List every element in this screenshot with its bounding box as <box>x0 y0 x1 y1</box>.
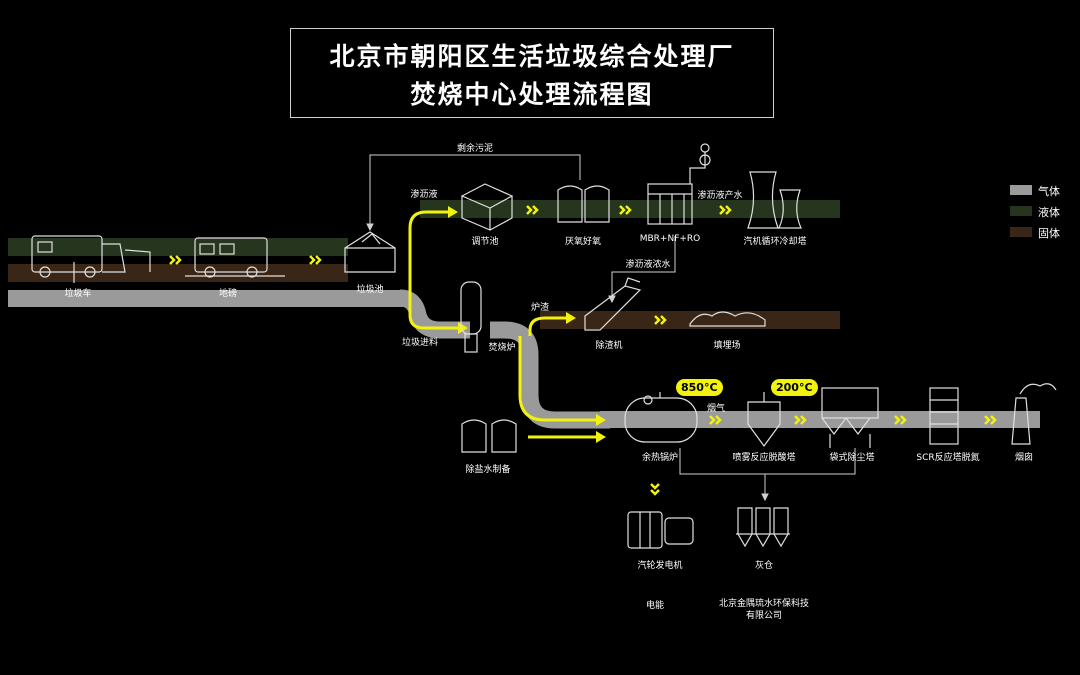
label-company-2: 有限公司 <box>745 611 783 621</box>
band-liquid-left <box>8 238 348 256</box>
regulating-tank-icon <box>460 183 514 231</box>
arrow-leachate <box>448 206 458 218</box>
label-scr: SCR反应塔脱氮 <box>916 453 980 463</box>
flow-feed <box>408 300 462 330</box>
cooling-tower-icon <box>747 171 802 229</box>
label-incinerator: 焚烧炉 <box>488 343 516 353</box>
flow-slag <box>528 316 570 336</box>
label-landfill: 填埋场 <box>713 341 741 351</box>
label-residual-sludge: 剩余污泥 <box>456 144 494 154</box>
boiler-icon <box>624 392 698 443</box>
weighbridge-icon <box>185 237 285 278</box>
label-company-1: 北京金隅琉水环保科技 <box>718 599 810 609</box>
connectors <box>366 154 856 502</box>
mbr-unit-icon <box>647 143 711 225</box>
chevrons <box>169 205 997 496</box>
truck-icon <box>31 235 151 283</box>
band-gas-left <box>8 290 403 307</box>
label-bag-filter: 袋式除尘塔 <box>829 453 875 463</box>
label-slag: 炉渣 <box>530 303 550 313</box>
label-cooling-tower: 汽机循环冷却塔 <box>743 237 807 247</box>
label-mbr: MBR+NF+RO <box>639 234 701 244</box>
arrow-boiler <box>596 414 606 426</box>
anaerobic-tank-icon <box>557 185 610 223</box>
label-turbine: 汽轮发电机 <box>637 561 683 571</box>
arrow-slag <box>566 312 576 324</box>
label-spray-tower: 喷雾反应脱酸塔 <box>732 453 796 463</box>
label-ash-silo: 灰仓 <box>754 561 774 571</box>
label-demin-water: 除盐水制备 <box>465 465 511 475</box>
label-slag-remover: 除渣机 <box>595 341 623 351</box>
title-line-1: 北京市朝阳区生活垃圾综合处理厂 <box>329 42 735 71</box>
label-garbage-truck: 垃圾车 <box>64 289 92 299</box>
arrow-water <box>596 431 606 443</box>
band-gas-flue <box>600 411 1040 428</box>
label-boiler: 余热锅炉 <box>641 453 679 463</box>
flow-boiler <box>518 336 600 422</box>
label-leachate-product-water: 渗沥液产水 <box>697 191 743 201</box>
turbine-icon <box>627 511 694 549</box>
band-solid-left <box>8 264 348 282</box>
temp-badge-200: 200°C <box>771 379 818 396</box>
slag-remover-icon <box>584 277 642 331</box>
bag-filter-icon <box>821 387 879 448</box>
label-leachate-concentrate: 渗沥液浓水 <box>625 260 671 270</box>
scr-tower-icon <box>929 387 959 445</box>
temp-badge-850: 850°C <box>676 379 723 396</box>
label-leachate: 渗沥液 <box>410 190 438 200</box>
label-garbage-pit: 垃圾池 <box>356 285 384 295</box>
garbage-pit-icon <box>344 231 396 273</box>
spray-tower-icon <box>747 392 781 448</box>
label-flue-gas: 烟气 <box>706 404 726 414</box>
ash-silo-icon <box>736 507 790 548</box>
label-anaerobic-aerobic: 厌氧好氧 <box>564 237 602 247</box>
label-feeding: 垃圾进料 <box>401 338 439 348</box>
label-chimney: 烟囱 <box>1014 453 1034 463</box>
title-box: 北京市朝阳区生活垃圾综合处理厂 焚烧中心处理流程图 <box>290 28 774 118</box>
label-regulating-tank: 调节池 <box>471 237 499 247</box>
label-electricity: 电能 <box>645 601 665 611</box>
landfill-icon <box>689 311 766 327</box>
title-line-2: 焚烧中心处理流程图 <box>410 80 654 109</box>
label-weighbridge: 地磅 <box>218 289 238 299</box>
incinerator-icon <box>460 281 482 353</box>
demin-water-icon <box>461 419 517 453</box>
chimney-icon <box>1011 383 1057 445</box>
flow-leachate <box>408 210 452 300</box>
